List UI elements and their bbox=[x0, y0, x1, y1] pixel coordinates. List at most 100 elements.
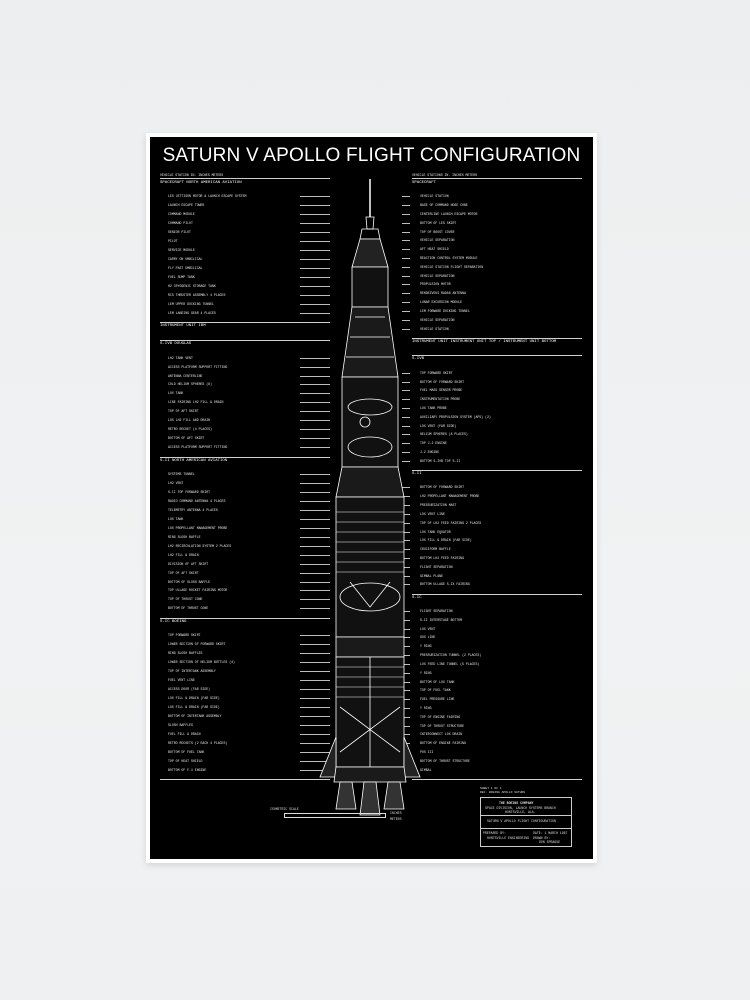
spec-item: RING SLOSH BAFFLE bbox=[168, 534, 201, 539]
section-label: SPACECRAFT NORTH AMERICAN AVIATION bbox=[160, 181, 242, 185]
left-specs-column: VEHICLE STATION IN. INCHES METERS SPACECR… bbox=[160, 173, 330, 783]
column-header: VEHICLE STATIONS IN. INCHES METERS bbox=[412, 173, 478, 177]
spec-item: SERVICE MODULE bbox=[168, 248, 195, 253]
spec-item: RADIO COMMAND ANTENNA 4 PLACES bbox=[168, 498, 226, 503]
spec-item: BOTTOM OF ENGINE FAIRING bbox=[420, 741, 466, 746]
company-name: THE BOEING COMPANY bbox=[499, 801, 534, 805]
spec-item: BOTTOM OF THRUST STRUCTURE bbox=[420, 758, 470, 763]
spec-item: BOTTOM S-IVB TOP S-II bbox=[420, 458, 461, 463]
spec-item: RING SLOSH BAFFLES bbox=[168, 651, 203, 656]
spec-item: RENDEZVOUS RADAR ANTENNA bbox=[420, 291, 466, 296]
prepared-by: HUNTSVILLE ENGINEERING bbox=[487, 836, 530, 840]
spec-item: LEM UPPER DOCKING TUNNEL bbox=[168, 301, 214, 306]
spec-item: FUEL PRESSURE LINE bbox=[420, 697, 455, 702]
spec-item: FLIGHT SEPARATION bbox=[420, 608, 453, 613]
spec-item: POS III bbox=[420, 750, 434, 755]
poster-title: SATURN V APOLLO FLIGHT CONFIGURATION bbox=[162, 145, 581, 166]
spec-item: BOTTOM OF FORWARD SKIRT bbox=[420, 485, 464, 490]
prepared-by-label: PREPARED BY: bbox=[483, 831, 506, 835]
spec-item: LEM FORWARD DOCKING TUNNEL bbox=[420, 308, 470, 313]
saturn-v-rocket-drawing bbox=[319, 179, 421, 816]
spec-item: LINE FAIRING LH2 FILL & DRAIN bbox=[168, 400, 224, 405]
section-label: S-IC BOEING bbox=[160, 619, 187, 624]
spec-item: LOX FEED LINE TUNNEL (5 PLACES) bbox=[420, 661, 480, 666]
spec-item: BOTTOM OF FUEL TANK bbox=[168, 749, 205, 754]
isometric-scale-bar: ISOMETRIC SCALE INCHES METERS bbox=[270, 807, 420, 827]
spec-item: LH2 TANK VENT bbox=[168, 355, 193, 360]
drawn-by: DON SPRAGUE bbox=[539, 840, 561, 844]
spec-item: PROPULSION MOTOR bbox=[420, 282, 451, 287]
spec-item: LOX TANK PROBE bbox=[420, 406, 447, 410]
drawing-title-block: THE BOEING COMPANY SPACE DIVISION, LAUNC… bbox=[480, 797, 572, 847]
spec-item: COLD HELIUM SPHERES (8) bbox=[168, 382, 212, 387]
spec-item: TOP OF THRUST STRUCTURE bbox=[420, 723, 464, 728]
drawing-title: SATURN V APOLLO FLIGHT CONFIGURATION bbox=[487, 819, 556, 823]
sheet-ref: REF: BOEING APOLLO SATURN bbox=[480, 791, 526, 794]
scale-unit-meters: METERS bbox=[390, 817, 402, 821]
spec-item: TOP OF FUEL TANK bbox=[420, 688, 451, 693]
spec-item: BOTTOM ULLAGE S-IX FAIRING bbox=[420, 582, 470, 587]
spec-item: INTERCONNECT LOX DRAIN bbox=[420, 732, 463, 737]
spec-item: SYSTEMS TUNNEL bbox=[168, 472, 195, 477]
spec-item: REACTION CONTROL SYSTEM MODULE bbox=[420, 256, 478, 260]
section-label: S-IC bbox=[412, 595, 422, 600]
spec-item: LES JETTISON MOTOR & LAUNCH ESCAPE SYSTE… bbox=[168, 194, 247, 199]
spec-item: ACCESS DOOR (FAR SIDE) bbox=[168, 686, 211, 691]
spec-item: J-2 ENGINE bbox=[420, 450, 440, 455]
spec-item: LOX VENT bbox=[420, 626, 436, 631]
spec-item: TOP OF THRUST CONE bbox=[168, 597, 203, 602]
spec-item: TOP FORWARD SKIRT bbox=[168, 633, 201, 638]
spec-item: LEM LANDING GEAR 4 PLACES bbox=[168, 310, 216, 315]
spec-item: BOTTOM OF SLOSH BAFFLE bbox=[168, 579, 211, 584]
spec-item: LOX VENT LINE bbox=[420, 511, 445, 516]
section-label: S-IVB DOUGLAS bbox=[160, 342, 192, 347]
spec-item: LOX PROPELLANT MANAGEMENT PROBE bbox=[168, 525, 228, 530]
spec-item: TOP OF ENGINE FAIRING bbox=[420, 714, 461, 719]
scale-unit-inches: INCHES bbox=[390, 811, 402, 815]
spec-item: CARRY ON UMBILICAL bbox=[168, 257, 203, 262]
spec-item: LOX TANK bbox=[168, 391, 184, 396]
spec-item: TOP FORWARD SKIRT bbox=[420, 370, 453, 375]
spec-item: Y RING bbox=[420, 706, 432, 710]
spec-item: BOTTOM OF F-1 ENGINE bbox=[168, 767, 207, 772]
spec-item: TOP OF AFT SKIRT bbox=[168, 409, 199, 414]
spec-item: LH2 FILL & DRAIN bbox=[168, 552, 199, 557]
spec-item: LOX FILL & DRAIN (FAR SIDE) bbox=[168, 704, 220, 709]
spec-item: BOTTOM LH2 FEED FAIRING bbox=[420, 556, 464, 560]
spec-item: VEHICLE SEPARATION bbox=[420, 317, 455, 322]
sheet-number: SHEET 1 OF 1 bbox=[480, 787, 502, 790]
spec-item: BOTTOM OF INTERTANK ASSEMBLY bbox=[168, 713, 222, 718]
section-label: S-IVB bbox=[412, 357, 425, 362]
spec-item: LH2 PROPELLANT MANAGEMENT PROBE bbox=[420, 494, 480, 499]
section-label: S-II bbox=[412, 472, 422, 477]
spec-item: HELIUM SPHERES (8 PLACES) bbox=[420, 432, 468, 437]
spec-item: FUEL FILL & DRAIN bbox=[168, 731, 201, 736]
spec-item: LH2 VENT bbox=[168, 481, 184, 485]
spec-item: ANTENNA CENTERLINE bbox=[168, 373, 203, 378]
spec-item: H2 CRYOGENIC STORAGE TANK bbox=[168, 283, 216, 288]
spec-item: LH2 RECIRCULATION SYSTEM 2 PLACES bbox=[168, 543, 232, 548]
sheet-info: SHEET 1 OF 1 REF: BOEING APOLLO SATURN bbox=[480, 787, 525, 795]
spec-item: COMMAND MODULE bbox=[168, 212, 195, 217]
spec-item: CENTERLINE LAUNCH ESCAPE MOTOR bbox=[420, 211, 478, 216]
spec-item: LOX FILL & DRAIN (FAR SIDE) bbox=[420, 538, 472, 543]
spec-item: VEHICLE STATION bbox=[420, 194, 449, 199]
spec-item: LOX VENT (FAR SIDE) bbox=[420, 423, 457, 428]
spec-item: TOP OF HEAT SHIELD bbox=[168, 758, 203, 763]
column-header: VEHICLE STATION IN. INCHES METERS bbox=[160, 173, 224, 177]
spec-item: DIVISION OF AFT SKIRT bbox=[168, 561, 209, 566]
spec-item: SENIOR PILOT bbox=[168, 230, 191, 235]
spec-item: SLOSH BAFFLES bbox=[168, 722, 193, 727]
drawn-by-label: DRAWN BY: bbox=[533, 836, 551, 840]
spec-item: LOWER SECTION OF FORWARD SKIRT bbox=[168, 642, 226, 647]
spec-item: FLIGHT SEPARATION bbox=[420, 564, 453, 569]
spec-item: BOTTOM OF THRUST CONE bbox=[168, 606, 209, 611]
spec-item: PILOT bbox=[168, 239, 178, 244]
spec-item: TOP OF INTERTANK ASSEMBLY bbox=[168, 669, 216, 674]
spec-item: GIMBAL bbox=[420, 767, 432, 772]
spec-item: LOWER SECTION OF HELIUM BOTTLES (4) bbox=[168, 660, 235, 665]
spec-item: TELEMETRY ANTENNA 4 PLACES bbox=[168, 507, 218, 512]
spec-item: PRESSURIZATION TUNNEL (2 PLACES) bbox=[420, 653, 482, 658]
spec-item: TOP OF BOOST COVER bbox=[420, 229, 455, 234]
